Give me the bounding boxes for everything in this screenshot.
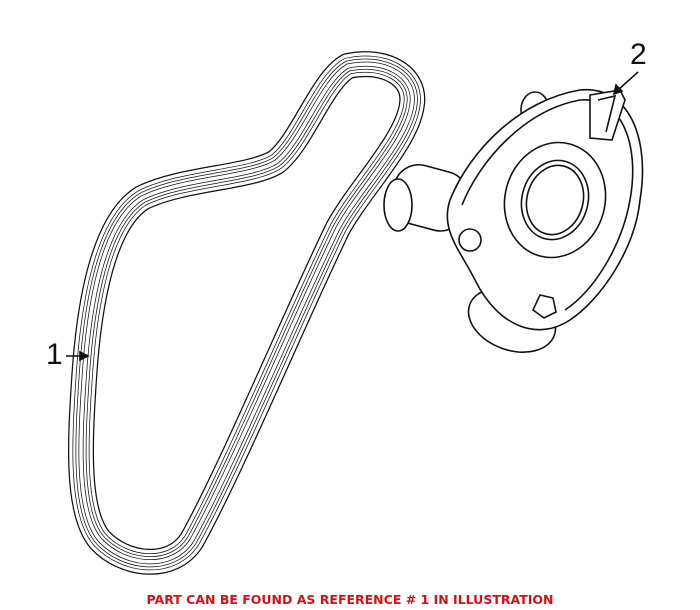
belt	[81, 64, 412, 562]
tensioner	[383, 89, 644, 353]
leader-lines	[66, 71, 639, 362]
callout-1: 1	[46, 338, 63, 371]
callout-2: 2	[630, 38, 647, 71]
reference-note: PART CAN BE FOUND AS REFERENCE # 1 IN IL…	[146, 592, 554, 607]
